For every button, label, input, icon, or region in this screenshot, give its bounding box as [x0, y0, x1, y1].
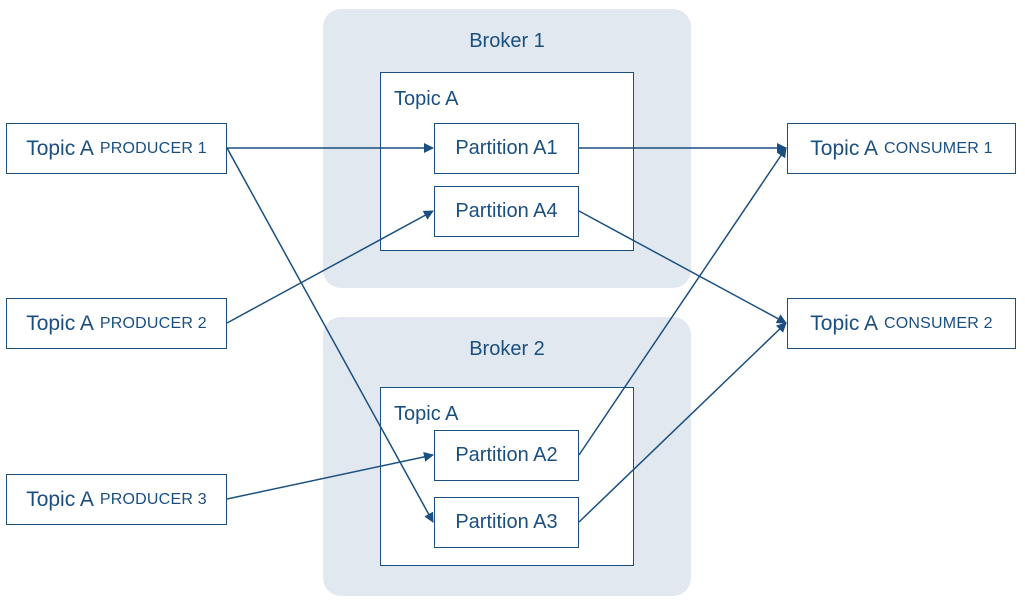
partition-a3: Partition A3	[434, 497, 579, 548]
consumer-2-node: Topic A CONSUMER 2	[787, 298, 1016, 349]
producer-1-node: Topic A PRODUCER 1	[6, 123, 227, 174]
partition-a1: Partition A1	[434, 123, 579, 174]
producer-3-topic: Topic A	[26, 487, 94, 511]
consumer-2-topic: Topic A	[810, 311, 879, 335]
producer-2-role: PRODUCER 2	[99, 314, 207, 332]
producer-3-node: Topic A PRODUCER 3	[6, 474, 227, 525]
broker-2-title: Broker 2	[469, 338, 545, 360]
consumer-1-topic: Topic A	[810, 136, 879, 160]
consumer-2-role: CONSUMER 2	[884, 314, 993, 332]
producer-2-topic: Topic A	[26, 311, 94, 335]
producer-1-topic: Topic A	[26, 136, 94, 160]
partition-a2: Partition A2	[434, 430, 579, 481]
consumer-1-role: CONSUMER 1	[884, 139, 993, 157]
broker-1-topic-label: Topic A	[394, 88, 459, 110]
broker-1-title: Broker 1	[469, 30, 545, 52]
producer-1-role: PRODUCER 1	[99, 139, 207, 157]
partition-a4: Partition A4	[434, 186, 579, 237]
consumer-1-node: Topic A CONSUMER 1	[787, 123, 1016, 174]
producer-3-role: PRODUCER 3	[99, 490, 207, 508]
producer-2-node: Topic A PRODUCER 2	[6, 298, 227, 349]
broker-2-topic-label: Topic A	[394, 403, 459, 425]
